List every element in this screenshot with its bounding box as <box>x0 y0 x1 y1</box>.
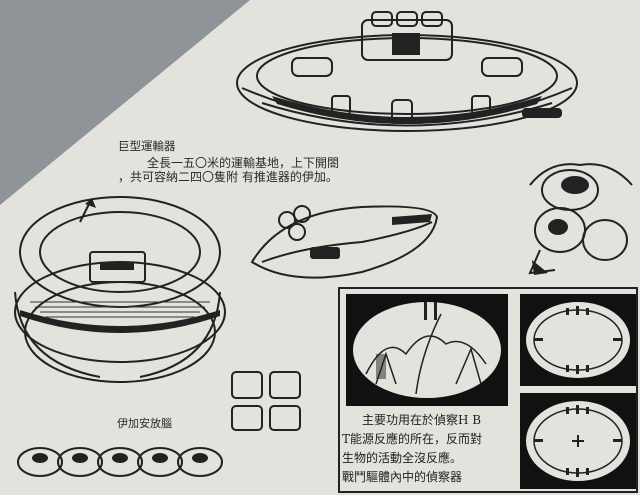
main-title: 巨型運輸器 <box>118 139 176 153</box>
scope-text-line-3: 生物的活動全沒反應。 <box>342 451 463 465</box>
main-description-line-2: ，共可容納二四〇隻附 有推進器的伊加。 <box>118 170 338 184</box>
scope-reticle-top <box>520 294 636 386</box>
ika-creature-illustration <box>528 163 633 275</box>
ika-caption: 伊加安放腦 <box>117 417 172 430</box>
scope-view-landscape <box>346 294 508 406</box>
open-carrier-illustration <box>14 196 226 383</box>
scope-sensor-box: 主要功用在於偵察H B T能源反應的所在，反而對 生物的活動全沒反應。 戰鬥驅體… <box>338 287 638 493</box>
carrier-ship-illustration <box>236 11 578 132</box>
scope-text-line-1: 主要功用在於偵察H B <box>362 413 482 427</box>
pod-diagram-illustration <box>231 371 301 431</box>
ika-row-illustration <box>17 447 223 477</box>
scope-text-line-2: T能源反應的所在，反而對 <box>342 432 483 446</box>
scope-description: 主要功用在於偵察H B T能源反應的所在，反而對 生物的活動全沒反應。 戰鬥驅體… <box>342 411 482 487</box>
scope-text-line-4: 戰鬥驅體內中的偵察器 <box>342 470 463 484</box>
main-description-line-1: 全長一五〇米的運輸基地，上下開閤 <box>147 156 340 170</box>
scope-reticle-bottom <box>520 393 636 489</box>
small-carrier-illustration <box>250 205 439 279</box>
